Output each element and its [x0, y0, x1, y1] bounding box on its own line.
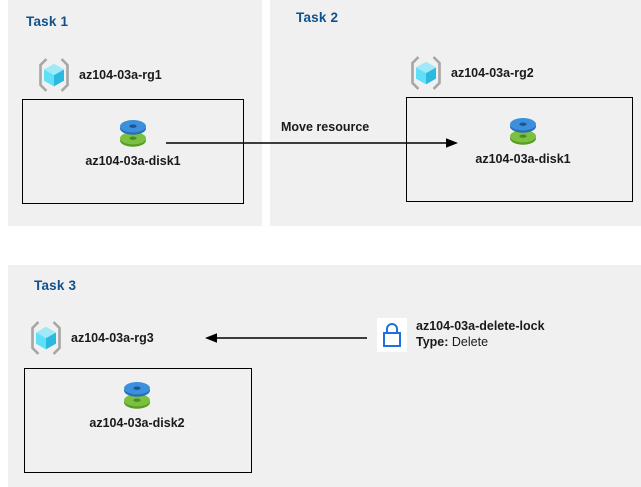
resource-group-icon [408, 55, 444, 91]
resource-group-icon [28, 320, 64, 356]
disk-label-task3: az104-03a-disk2 [89, 416, 185, 430]
lock-name: az104-03a-delete-lock [416, 319, 545, 333]
resource-group-task1: az104-03a-rg1 [36, 57, 162, 93]
resource-group-label-task1: az104-03a-rg1 [79, 68, 162, 82]
disk-resource-task2: az104-03a-disk1 [463, 111, 583, 166]
resource-group-task2: az104-03a-rg2 [408, 55, 534, 91]
lock-type-value: Delete [451, 335, 489, 349]
arrow-caption-move-resource: Move resource [281, 120, 370, 134]
resource-group-task3: az104-03a-rg3 [28, 320, 154, 356]
arrow-move-resource [166, 138, 458, 148]
lock-icon [377, 318, 407, 352]
resource-lock: az104-03a-delete-lock Type: Delete [377, 318, 545, 352]
resource-group-container-task1 [22, 99, 244, 204]
disk-resource-task1: az104-03a-disk1 [73, 113, 193, 168]
resource-group-icon [36, 57, 72, 93]
managed-disk-icon [120, 120, 146, 147]
resource-group-container-task3 [24, 368, 252, 473]
disk-label-task2: az104-03a-disk1 [475, 152, 571, 166]
task-panel-title-task3: Task 3 [34, 278, 77, 293]
managed-disk-icon [510, 118, 536, 145]
lock-text-block: az104-03a-delete-lock Type: Delete [416, 318, 545, 350]
task-panel-title-task2: Task 2 [296, 10, 339, 25]
disk-resource-task3: az104-03a-disk2 [77, 375, 197, 430]
disk-label-task1: az104-03a-disk1 [85, 154, 181, 168]
managed-disk-icon [124, 382, 150, 409]
lock-type-label: Type: [416, 335, 449, 349]
task-panel-task1 [8, 0, 262, 226]
task-panel-title-task1: Task 1 [26, 14, 69, 29]
arrow-lock-applies-to-rg3 [205, 333, 367, 343]
resource-group-label-task3: az104-03a-rg3 [71, 331, 154, 345]
lock-type-row: Type: Delete [416, 334, 545, 350]
task-panel-task2 [270, 0, 641, 226]
task-panel-task3 [8, 265, 641, 487]
resource-group-container-task2 [406, 97, 633, 202]
resource-group-label-task2: az104-03a-rg2 [451, 66, 534, 80]
